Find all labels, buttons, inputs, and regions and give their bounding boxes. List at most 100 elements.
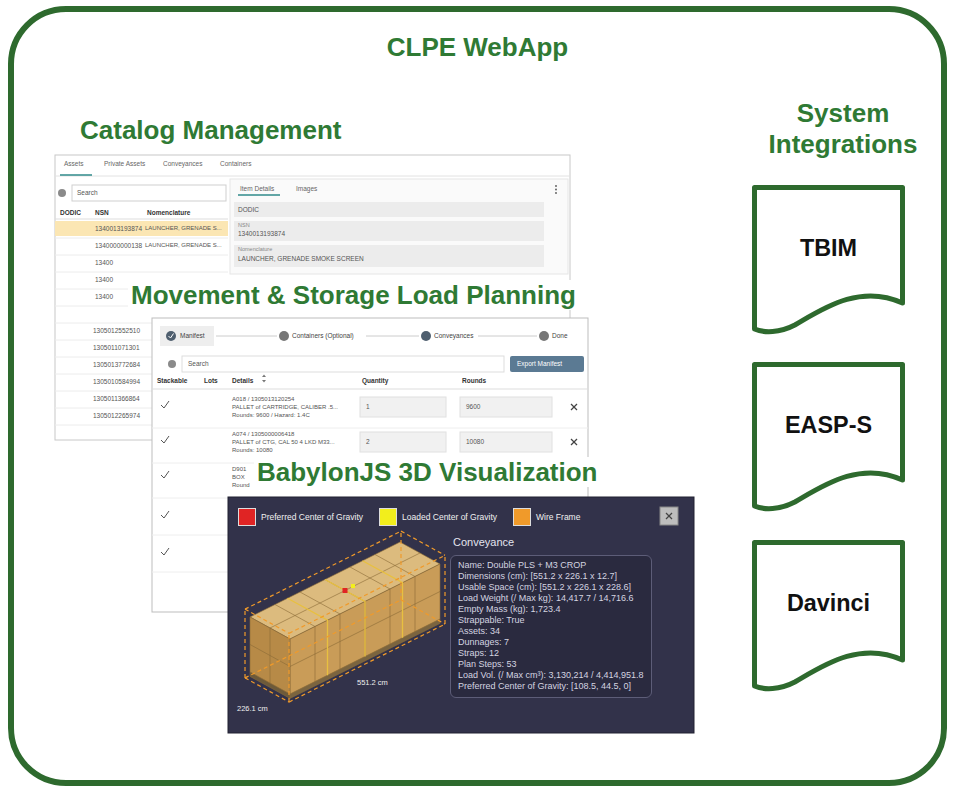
ui-text: Round [232,482,250,490]
ui-text: Lots [204,377,218,385]
ui-text: Containers [220,160,251,168]
info-heading: Conveyance [453,535,514,549]
cargo-3d-model-part [288,633,289,702]
legend-swatch [238,508,256,526]
text-holder: Nomenclature [147,209,190,217]
text-holder: Lots [204,377,218,385]
ui-text: Quantity [362,377,388,385]
cargo-3d-model-part [351,584,355,588]
catalog-screenshot-part [55,176,570,177]
load-planning-screenshot-part-part [262,375,266,378]
cargo-3d-model-part [401,600,445,624]
ui-text: NSN [95,209,109,217]
cargo-3d-model-part [290,564,440,694]
section-heading: Catalog Management [77,115,345,145]
load-planning-screenshot-part-part [161,401,169,408]
ui-text: 13400 [95,276,113,284]
text-holder: Rounds: 10080 [232,447,273,455]
text-holder: Catalog Management [77,115,345,145]
ui-text: Search [77,189,98,197]
load-planning-screenshot-part [168,360,176,368]
section-heading: BabylonJS 3D Visualization [254,457,601,487]
text-holder: Search [77,189,98,197]
cargo-3d-model-part [401,531,445,555]
info-line: Dunnages: 7 [458,637,644,648]
text-holder: 13400 [95,293,113,301]
load-planning-screenshot-part [262,375,266,383]
text-holder: 1305013772684 [93,361,140,369]
legend-item: Preferred Center of Gravity [238,508,363,526]
load-planning-screenshot-part [216,336,537,337]
ui-text: Rounds: 9600 / Hazard: 1.4C [232,412,310,420]
load-planning-screenshot-part [360,397,552,452]
info-line: Dimensions (cm): [551.2 x 226.1 x 12.7] [458,571,644,582]
load-planning-screenshot-part-part [366,336,419,337]
catalog-screenshot-part [55,221,228,236]
text-holder: Export Manifest [517,360,562,368]
legend-swatch [513,508,531,526]
ui-text: 1305012265974 [93,412,140,420]
text-holder: 1305012265974 [93,412,140,420]
catalog-screenshot-part-part [55,272,228,273]
catalog-screenshot-part-part [55,408,152,409]
info-line: Empty Mass (kg): 1,723.4 [458,604,644,615]
catalog-screenshot-part-part [55,357,152,358]
text-holder: Containers (Optional) [292,332,354,340]
text-holder: Quantity [362,377,388,385]
text-holder: BabylonJS 3D Visualization [254,457,601,487]
load-planning-screenshot-part-part [216,336,277,337]
text-holder: Rounds [462,377,486,385]
info-line: Plan Steps: 53 [458,659,644,670]
cargo-3d-model-part [245,600,401,678]
text-holder: 551.2 cm [356,678,389,687]
text-holder: NSN [95,209,109,217]
ui-text: 1340013193874 [238,230,285,238]
ui-text: 13400 [95,259,113,267]
ui-text: 1 [366,403,370,411]
text-holder: Round [232,482,250,490]
text-holder: 13400 [95,276,113,284]
text-holder: Assets [64,160,84,168]
catalog-screenshot-part [234,221,544,241]
load-planning-screenshot-part [160,326,214,346]
ui-text: A074 / 1305000006418 [232,431,294,439]
catalog-screenshot-part-part [55,255,228,256]
text-holder: System Integrations [748,98,938,160]
catalog-screenshot-part-part [55,238,228,239]
text-holder: 1305010584994 [93,378,140,386]
info-line: Usable Space (cm): [551.2 x 226.1 x 228.… [458,582,644,593]
ui-text: Conveyances [434,332,473,340]
cargo-3d-model-part [245,609,289,633]
catalog-screenshot-part [60,174,92,176]
text-holder: D901 [232,466,246,474]
ui-text: Stackable [157,377,187,385]
text-holder: 226.1 cm [236,704,269,713]
text-holder: 13400 [95,259,113,267]
ui-text: 1305010584994 [93,378,140,386]
text-holder: Conveyances [163,160,202,168]
text-holder: TBIM [752,233,905,263]
ui-text: Nomenclature [238,246,272,253]
ui-text: Rounds: 10080 [232,447,273,455]
cargo-3d-model-part [444,555,445,624]
load-planning-screenshot-part [182,356,504,372]
ui-text: 2 [366,438,370,446]
text-holder: EASP-S [752,410,905,440]
visualization-panel-part [666,513,672,519]
ui-text: Nomenclature [147,209,190,217]
system-name: Davinci [752,588,905,618]
text-holder: Manifest [180,332,205,340]
ui-text: Images [296,185,317,193]
cargo-3d-model-part [250,645,290,667]
app-title: CLPE WebApp [14,32,941,62]
catalog-screenshot-part-part [55,425,152,426]
ui-text: LAUNCHER, GRENADE S... [145,242,222,250]
group-heading: System Integrations [748,98,938,160]
legend-item: Wire Frame [513,508,580,526]
catalog-screenshot-part-part [55,323,152,324]
ui-text: 9600 [466,403,480,411]
catalog-screenshot-part [55,219,228,220]
ui-text: Assets [64,160,84,168]
load-planning-screenshot-part [571,404,577,445]
app-boundary: CLPE WebAppSystem Integrations Catalog Ma… [8,6,947,786]
